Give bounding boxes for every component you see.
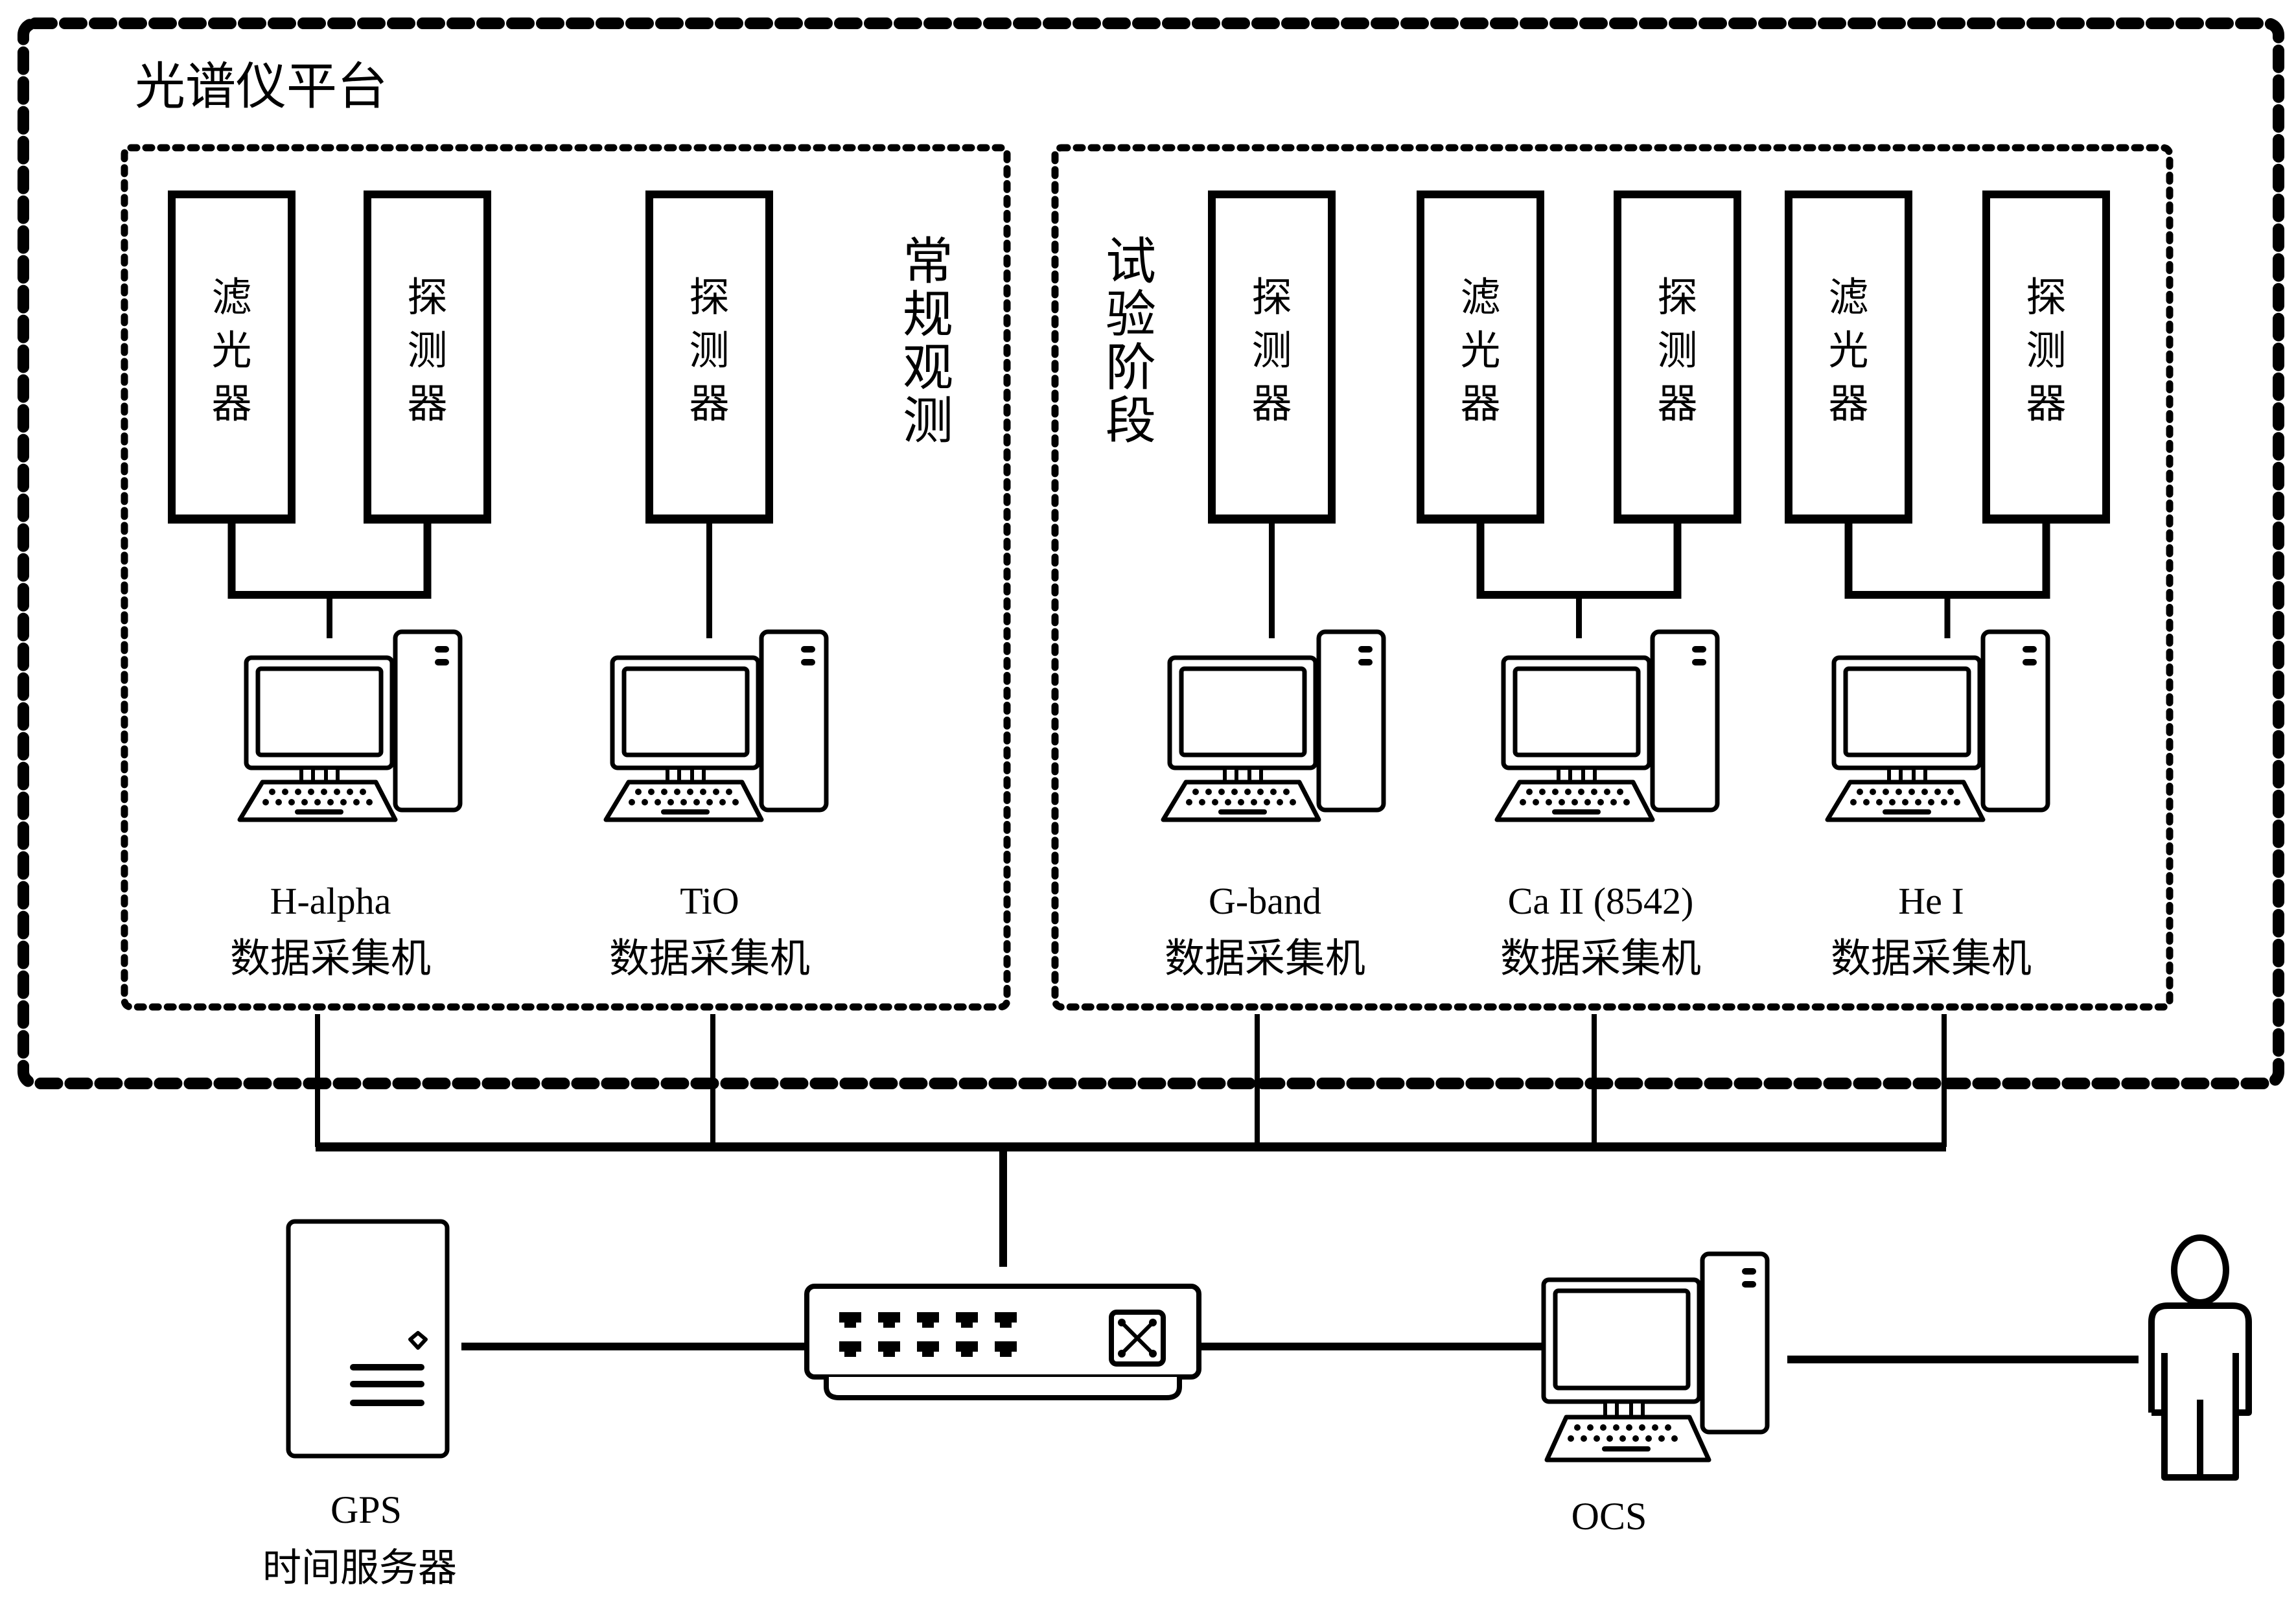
instrument-label-char: 滤 <box>211 273 251 321</box>
desktop-computer-icon <box>240 632 460 820</box>
data-acquisition-pc[interactable] <box>1827 632 2048 820</box>
ethernet-port-icon <box>956 1312 978 1328</box>
gps-role: 时间服务器 <box>262 1545 457 1591</box>
instrument-label-char: 器 <box>689 380 729 427</box>
instrument-label-char: 器 <box>2026 380 2066 427</box>
platform-boundary <box>17 17 2284 1089</box>
station-tio: 探测器 TiO 数据采集机 <box>606 191 826 982</box>
instrument-label-char: 器 <box>1460 380 1500 427</box>
ocs-computer[interactable] <box>1541 1251 1770 1462</box>
stations-layer: 滤光器探测器H-alpha数据采集机探测器TiO数据采集机探测器G-band数据… <box>168 191 2110 982</box>
ethernet-port-icon <box>878 1312 900 1328</box>
instrument-label-char: 滤 <box>1460 273 1500 321</box>
filter-box[interactable]: 滤光器 <box>1785 191 1912 524</box>
data-acquisition-pc[interactable] <box>240 632 460 820</box>
instrument-connector <box>1844 518 2050 599</box>
detector-box[interactable]: 探测器 <box>364 191 491 524</box>
group-trial-boundary <box>1051 144 2174 1011</box>
station-name: G-band <box>1209 880 1321 922</box>
station-name: TiO <box>680 880 739 922</box>
filter-box[interactable]: 滤光器 <box>168 191 296 524</box>
ocs-name: OCS <box>1571 1495 1647 1538</box>
instrument-label-char: 滤 <box>1828 273 1868 321</box>
detector-box[interactable]: 探测器 <box>645 191 773 524</box>
ethernet-port-icon <box>917 1341 939 1357</box>
ethernet-port-icon <box>917 1312 939 1328</box>
ethernet-port-icon <box>839 1341 861 1357</box>
ethernet-port-icon <box>995 1341 1017 1357</box>
instrument-label-char: 测 <box>407 327 447 374</box>
gps-name: GPS <box>330 1488 402 1531</box>
filter-box[interactable]: 滤光器 <box>1417 191 1544 524</box>
instrument-label-char: 探 <box>689 273 729 321</box>
desktop-computer-icon <box>1541 1251 1770 1462</box>
network-bus <box>315 1014 1947 1151</box>
data-acquisition-pc[interactable] <box>1497 632 1717 820</box>
instrument-connector <box>227 518 432 599</box>
operator[interactable] <box>2148 1234 2252 1481</box>
instrument-connector <box>1476 518 1682 599</box>
ethernet-port-icon <box>956 1341 978 1357</box>
group-label-char: 规 <box>903 286 953 344</box>
desktop-computer-icon <box>1827 632 2048 820</box>
instrument-label-char: 测 <box>2026 327 2066 374</box>
data-acquisition-pc[interactable] <box>606 632 826 820</box>
station-role: 数据采集机 <box>230 934 431 982</box>
group-label-char: 阶 <box>1106 339 1156 397</box>
group-label-char: 常 <box>903 233 953 291</box>
instrument-label-char: 测 <box>1251 327 1292 374</box>
data-acquisition-pc[interactable] <box>1163 632 1384 820</box>
platform-title: 光谱仪平台 <box>135 58 388 116</box>
instrument-label-char: 器 <box>1657 380 1697 427</box>
instrument-label-char: 光 <box>211 327 251 374</box>
ethernet-port-icon <box>878 1341 900 1357</box>
group-label-char: 测 <box>903 392 953 450</box>
instrument-label-char: 探 <box>1251 273 1292 321</box>
detector-box[interactable]: 探测器 <box>1614 191 1741 524</box>
instrument-label-char: 探 <box>407 273 447 321</box>
gps-time-server[interactable] <box>286 1219 450 1459</box>
desktop-computer-icon <box>1497 632 1717 820</box>
server-tower-icon <box>286 1219 450 1459</box>
instrument-label-char: 器 <box>407 380 447 427</box>
group-label-char: 验 <box>1106 286 1156 344</box>
station-name: Ca II (8542) <box>1508 880 1694 922</box>
desktop-computer-icon <box>606 632 826 820</box>
instrument-label-char: 器 <box>1251 380 1292 427</box>
instrument-label-char: 器 <box>211 380 251 427</box>
instrument-label-char: 探 <box>2026 273 2066 321</box>
detector-box[interactable]: 探测器 <box>1982 191 2110 524</box>
desktop-computer-icon <box>1163 632 1384 820</box>
instrument-label-char: 探 <box>1657 273 1697 321</box>
network-switch-icon <box>804 1284 1201 1400</box>
station-role: 数据采集机 <box>609 934 810 982</box>
group-label-char: 段 <box>1106 392 1156 450</box>
station-role: 数据采集机 <box>1165 934 1365 982</box>
network-switch[interactable] <box>804 1284 1201 1400</box>
group-routine-boundary <box>121 144 1011 1011</box>
instrument-label-char: 光 <box>1828 327 1868 374</box>
station-role: 数据采集机 <box>1831 934 2032 982</box>
instrument-label-char: 光 <box>1460 327 1500 374</box>
instrument-label-char: 测 <box>1657 327 1697 374</box>
person-icon <box>2148 1234 2252 1481</box>
group-label-char: 试 <box>1106 233 1156 291</box>
station-role: 数据采集机 <box>1500 934 1701 982</box>
instrument-label-char: 器 <box>1828 380 1868 427</box>
station-name: He I <box>1898 880 1964 922</box>
detector-box[interactable]: 探测器 <box>1208 191 1336 524</box>
station-g-band: 探测器 G-band 数据采集机 <box>1163 191 1384 982</box>
instrument-label-char: 测 <box>689 327 729 374</box>
station-name: H-alpha <box>270 880 391 922</box>
group-label-char: 观 <box>903 339 953 397</box>
ethernet-port-icon <box>839 1312 861 1328</box>
ethernet-port-icon <box>995 1312 1017 1328</box>
